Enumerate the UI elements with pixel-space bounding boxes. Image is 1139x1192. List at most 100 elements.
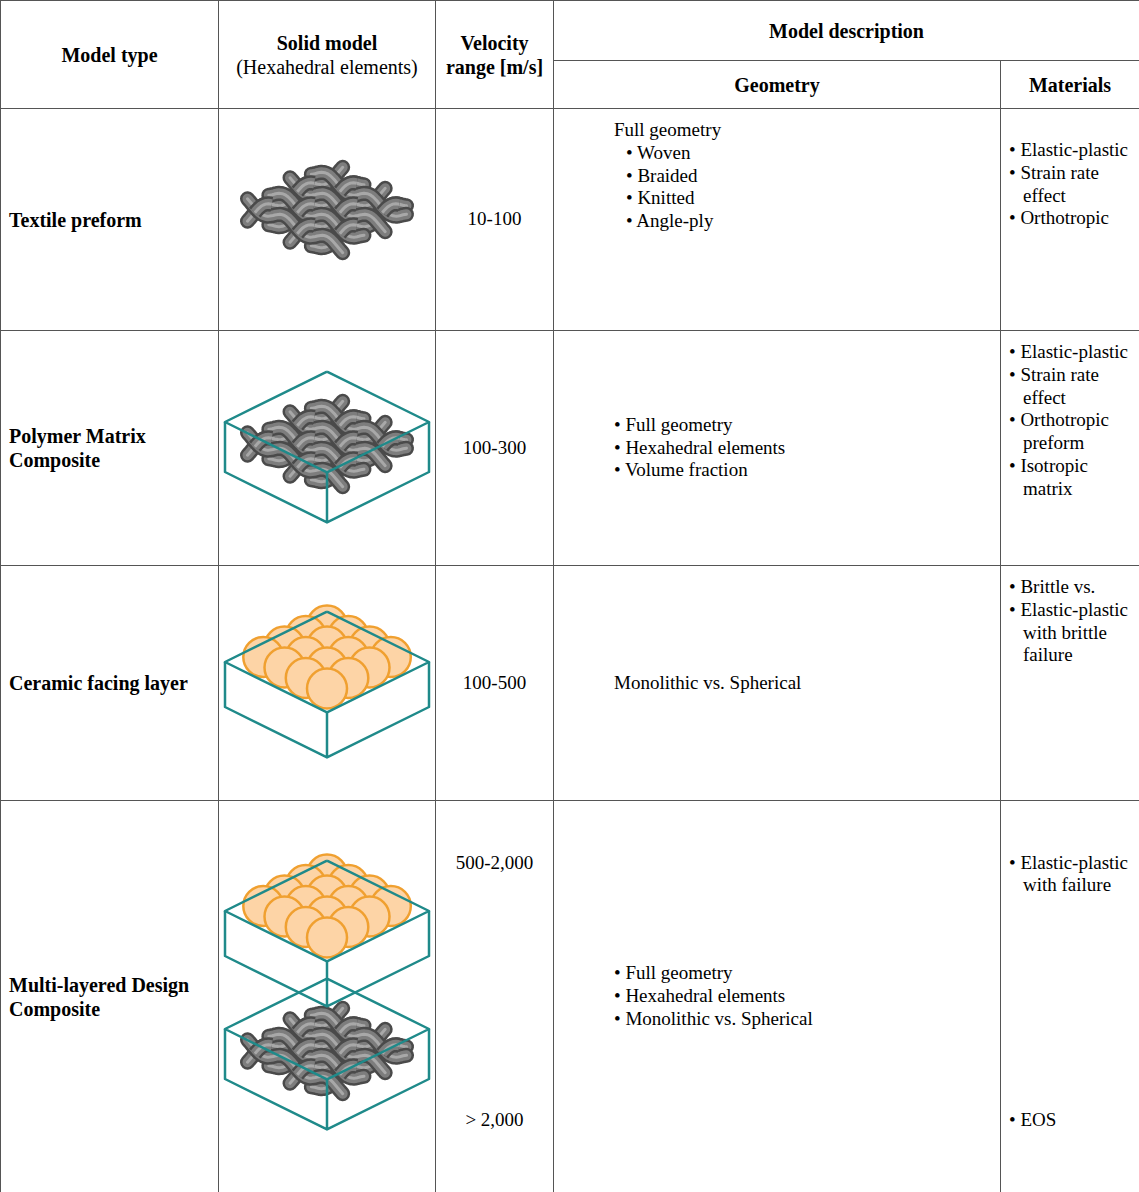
box-side-edge [225,422,429,522]
header-cell: Solid model(Hexahedral elements) [219,1,436,109]
geometry-item: • Monolithic vs. Spherical [614,1008,992,1031]
yarn-outline [340,1023,357,1032]
yarn-highlight [340,1023,357,1032]
yarn-outline [297,203,314,212]
box-side-edge [225,1029,429,1129]
yarn-body [340,182,357,191]
header-cell: Velocity range [m/s] [436,1,554,109]
velocity-range: 100-500 [444,672,545,695]
header-text: Solid model [227,31,427,55]
materials-cell: • Elastic-plastic with failure • EOS [1001,801,1139,1192]
materials-split: • Elastic-plastic with failure • EOS [1009,832,1131,1162]
yarn-highlight [297,416,314,425]
illustration-group [225,854,429,1129]
yarn-body [340,203,357,212]
header-text: Materials [1009,73,1131,97]
header-cell: Model type [1,1,219,109]
yarn-body [340,224,357,233]
yarn-outline [340,437,357,446]
geometry-item: • Full geometry [614,414,992,437]
yarn-highlight [340,182,357,191]
yarn-body [297,1044,314,1053]
geometry-cell: • Full geometry • Hexahedral elements • … [554,801,1001,1192]
header-cell: Geometry [554,61,1001,109]
model-type: Polymer Matrix Composite [9,424,210,472]
yarn-outline [340,1044,357,1053]
multilayer-illustration [219,847,435,1147]
model-type: Textile preform [9,208,210,232]
material-item: • EOS [1009,1109,1131,1132]
geometry-text: Monolithic vs. Spherical [614,672,992,695]
yarn-highlight [297,437,314,446]
yarn-outline [297,224,314,233]
yarn-body [255,203,272,212]
yarn-highlight [340,1044,357,1053]
material-item: • Strain rate effect [1009,162,1131,208]
yarn-highlight [248,198,343,252]
yarn-outline [297,416,314,425]
yarn-body [248,198,343,252]
yarn-outline [248,198,343,252]
yarn-body [297,224,314,233]
materials-cell: • Elastic-plastic • Strain rate effect •… [1001,109,1139,331]
yarn-outline [297,437,314,446]
yarn-highlight [297,224,314,233]
yarn-highlight [255,203,272,212]
model-type: Multi-layered Design Composite [9,973,210,1021]
geometry-item: • Volume fraction [614,459,992,482]
illustration-group [248,167,407,252]
yarn-highlight [297,1044,314,1053]
header-subtext: (Hexahedral elements) [227,55,427,79]
yarn-outline [382,203,399,212]
yarn-highlight [340,416,357,425]
material-item: • Orthotropic preform [1009,409,1131,455]
yarn-body [297,437,314,446]
yarn-body [297,203,314,212]
geometry-item: • Braided [626,165,992,188]
yarn-outline [297,182,314,191]
geometry-item: • Hexahedral elements [614,985,992,1008]
yarn-outline [340,203,357,212]
box-side-edge [225,662,429,757]
yarn-highlight [340,437,357,446]
material-item: • Elastic-plastic with brittle failure [1009,599,1131,667]
material-item: • Elastic-plastic [1009,139,1131,162]
geometry-item: • Woven [626,142,992,165]
illustration-group [225,606,429,758]
materials-cell: • Elastic-plastic • Strain rate effect •… [1001,331,1139,566]
illustration-cell [219,109,436,331]
material-item: • Strain rate effect [1009,364,1131,410]
yarn-body [297,182,314,191]
yarn-outline [297,1023,314,1032]
velocity-cell: 100-300 [436,331,554,566]
velocity-range: 100-300 [444,437,545,460]
material-item: • Elastic-plastic with failure [1009,852,1131,898]
yarn-body [297,1023,314,1032]
yarn-body [340,416,357,425]
yarn-body [340,1023,357,1032]
geometry-cell: • Full geometry • Hexahedral elements • … [554,331,1001,566]
material-item: • Brittle vs. [1009,576,1131,599]
model-type-cell: Textile preform [1,109,219,331]
yarn-outline [340,416,357,425]
box-top-edge [225,371,429,472]
header-text: Geometry [562,73,992,97]
woven-preform-illustration [219,150,435,290]
box-top-edge [225,612,429,713]
velocity-range: 10-100 [444,208,545,231]
geometry-item: • Full geometry [614,962,992,985]
header-text: Model type [9,43,210,67]
yarn-outline [255,203,272,212]
geometry-item: • Knitted [626,187,992,210]
velocity-range: > 2,000 [444,1109,545,1132]
yarn-outline [340,182,357,191]
model-type-cell: Polymer Matrix Composite [1,331,219,566]
velocity-split: 500-2,000 > 2,000 [444,832,545,1162]
geometry-item: • Hexahedral elements [614,437,992,460]
illustration-cell [219,801,436,1192]
yarn-body [382,203,399,212]
geometry-cell: Monolithic vs. Spherical [554,566,1001,801]
box-side-edge [225,911,429,1006]
yarn-body [297,416,314,425]
